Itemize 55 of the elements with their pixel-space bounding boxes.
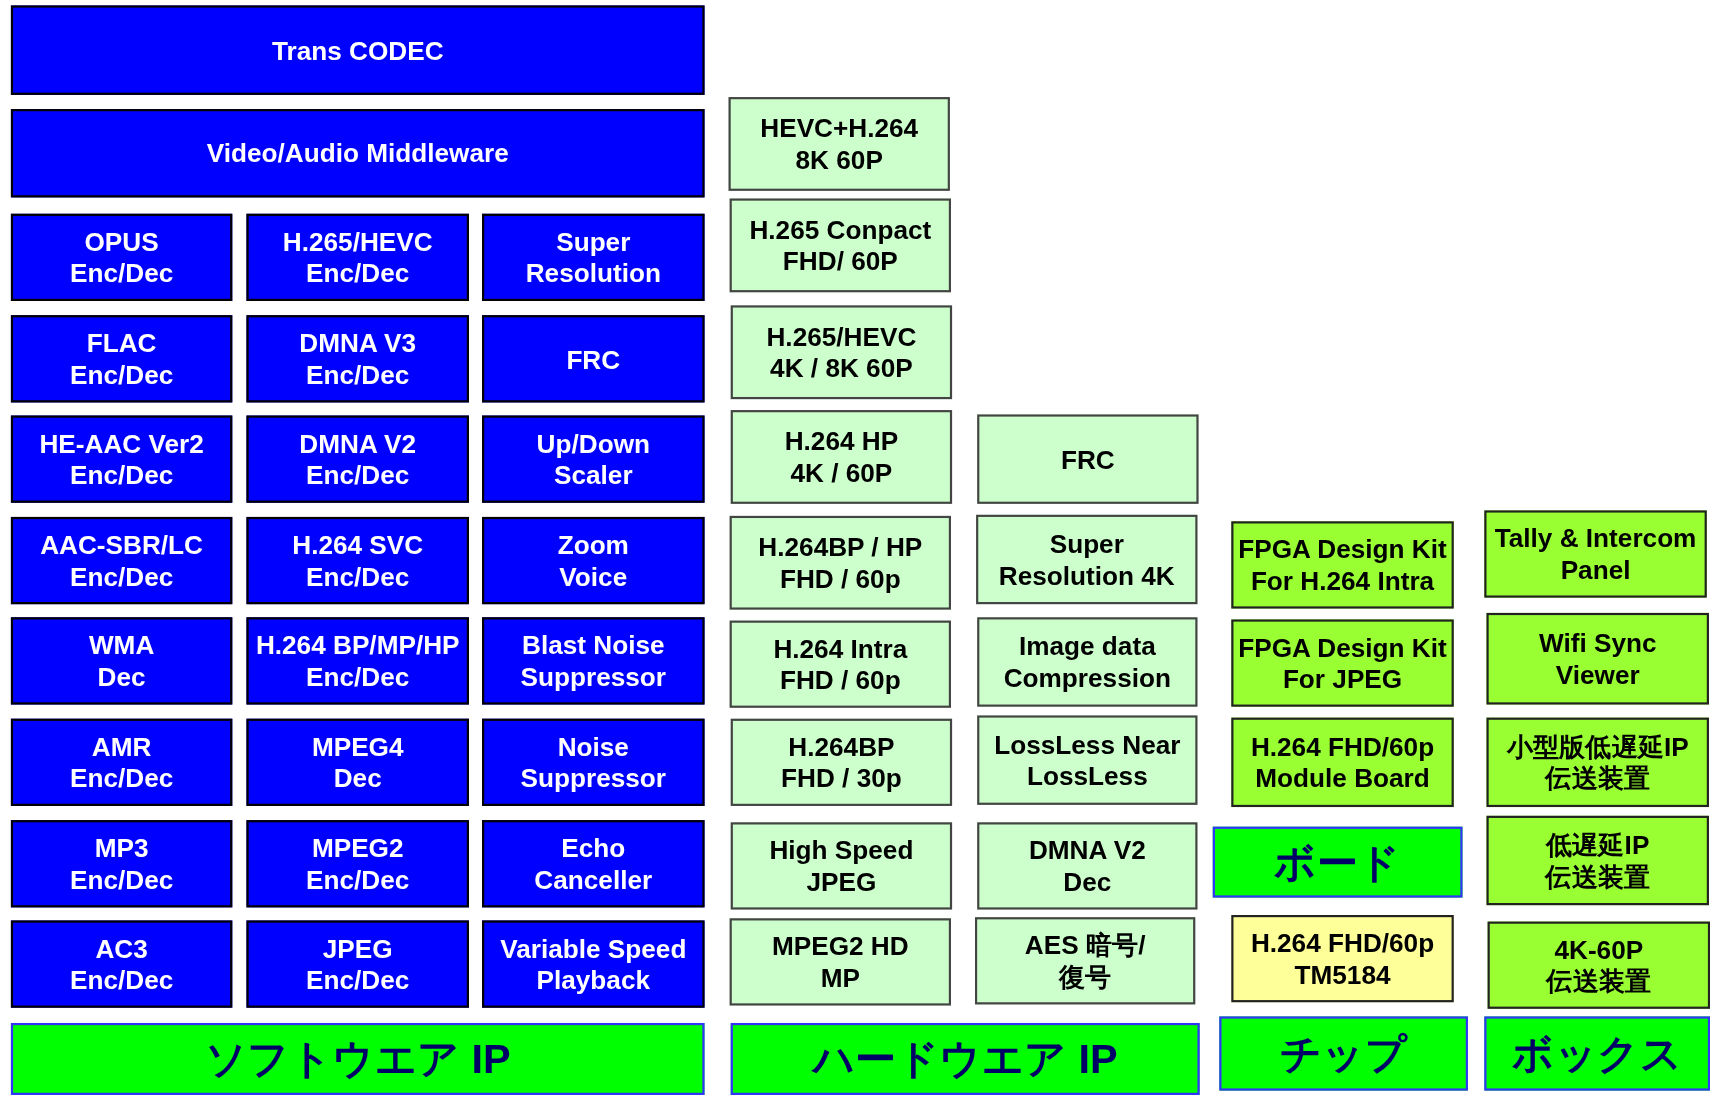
hardware-ip-box: Super Resolution 4K xyxy=(976,514,1198,605)
hardware-ip-box: FRC xyxy=(977,414,1199,504)
software-ip-box: AC3 Enc/Dec xyxy=(10,920,233,1008)
hardware-ip-box: High Speed JPEG xyxy=(730,822,953,910)
category-banner: ソフトウエア IP xyxy=(10,1023,705,1095)
product-box: 4K-60P 伝送装置 xyxy=(1487,921,1710,1009)
product-box: FPGA Design Kit For JPEG xyxy=(1231,619,1454,707)
hardware-ip-box: H.264 Intra FHD / 60p xyxy=(729,620,951,708)
category-banner: ハードウエア IP xyxy=(730,1023,1200,1095)
product-box: H.264 FHD/60p Module Board xyxy=(1231,717,1454,808)
category-banner: ボード xyxy=(1212,826,1463,898)
software-ip-box: Zoom Voice xyxy=(482,516,705,605)
chip-box: H.264 FHD/60p TM5184 xyxy=(1231,915,1454,1003)
product-box: FPGA Design Kit For H.264 Intra xyxy=(1231,521,1454,609)
product-box: 小型版低遅延IP 伝送装置 xyxy=(1486,717,1709,808)
software-ip-box: FLAC Enc/Dec xyxy=(10,315,233,403)
hardware-ip-box: AES 暗号/復号 xyxy=(975,917,1196,1005)
software-ip-box: MP3 Enc/Dec xyxy=(10,820,233,908)
software-ip-box: Echo Canceller xyxy=(482,820,705,908)
software-ip-box: H.264 SVC Enc/Dec xyxy=(246,516,469,605)
software-ip-box: Video/Audio Middleware xyxy=(10,109,705,198)
software-ip-box: Trans CODEC xyxy=(10,5,705,95)
category-banner: チップ xyxy=(1219,1016,1468,1091)
software-ip-box: WMA Dec xyxy=(10,617,233,705)
software-ip-box: AAC-SBR/LC Enc/Dec xyxy=(10,516,233,605)
software-ip-box: Super Resolution xyxy=(482,213,705,301)
hardware-ip-box: LossLess Near LossLess xyxy=(977,715,1198,805)
software-ip-box: Noise Suppressor xyxy=(482,718,705,806)
software-ip-box: DMNA V2 Enc/Dec xyxy=(246,415,469,503)
software-ip-box: JPEG Enc/Dec xyxy=(246,920,469,1008)
product-box: Tally & Intercom Panel xyxy=(1484,510,1707,598)
hardware-ip-box: H.264 HP 4K / 60P xyxy=(730,410,953,504)
product-box: 低遅延IP 伝送装置 xyxy=(1486,815,1709,906)
hardware-ip-box: Image data Compression xyxy=(977,617,1198,707)
hardware-ip-box: H.265/HEVC 4K / 8K 60P xyxy=(730,305,953,400)
software-ip-box: Up/Down Scaler xyxy=(482,415,705,503)
software-ip-box: MPEG4 Dec xyxy=(246,718,469,806)
software-ip-box: Variable Speed Playback xyxy=(482,920,705,1008)
product-box: Wifi Sync Viewer xyxy=(1486,612,1709,705)
hardware-ip-box: MPEG2 HD MP xyxy=(729,918,951,1006)
software-ip-box: AMR Enc/Dec xyxy=(10,718,233,806)
hardware-ip-box: H.265 Conpact FHD/ 60P xyxy=(729,198,951,293)
hardware-ip-box: HEVC+H.264 8K 60P xyxy=(728,97,950,191)
software-ip-box: H.264 BP/MP/HP Enc/Dec xyxy=(246,617,469,705)
hardware-ip-box: H.264BP FHD / 30p xyxy=(730,718,953,806)
software-ip-box: H.265/HEVC Enc/Dec xyxy=(246,213,469,301)
software-ip-box: MPEG2 Enc/Dec xyxy=(246,820,469,908)
software-ip-box: DMNA V3 Enc/Dec xyxy=(246,315,469,403)
category-banner: ボックス xyxy=(1484,1016,1710,1091)
software-ip-box: HE-AAC Ver2 Enc/Dec xyxy=(10,415,233,503)
software-ip-box: OPUS Enc/Dec xyxy=(10,213,233,301)
hardware-ip-box: H.264BP / HP FHD / 60p xyxy=(729,515,951,610)
software-ip-box: Blast Noise Suppressor xyxy=(482,617,705,705)
hardware-ip-box: DMNA V2 Dec xyxy=(977,822,1198,910)
software-ip-box: FRC xyxy=(482,315,705,403)
